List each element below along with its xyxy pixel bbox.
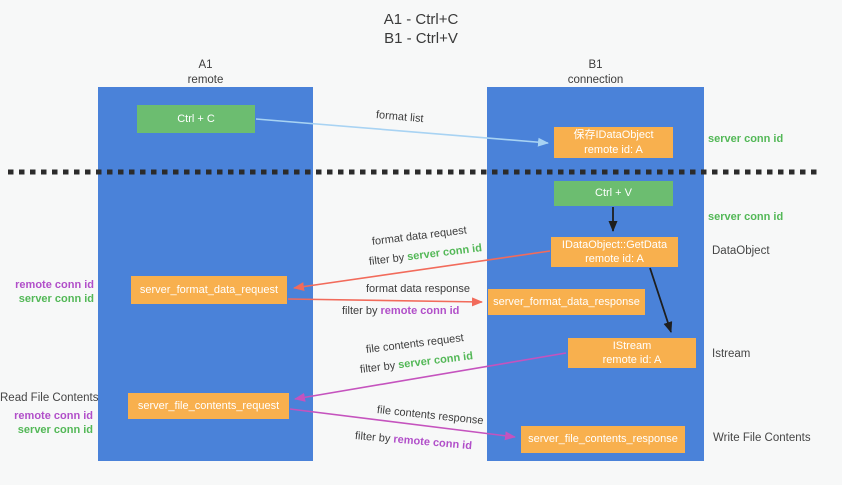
- label-conn-ids-left-top: remote conn id server conn id: [0, 279, 94, 307]
- node-format-response-label: server_format_data_response: [493, 295, 640, 308]
- filter-by-text: filter by: [342, 305, 378, 317]
- title-line-2: B1 - Ctrl+V: [384, 29, 458, 47]
- label-conn-ids-left-bottom: remote conn id server conn id: [0, 410, 93, 438]
- label-server-conn-id-right-2: server conn id: [708, 211, 784, 223]
- node-server-format-data-response: server_format_data_response: [488, 289, 645, 315]
- server-conn-id-text: server conn id: [397, 350, 474, 372]
- column-header-b1: B1 connection: [487, 58, 704, 88]
- node-getdata-line1: IDataObject::GetData: [561, 238, 668, 251]
- node-getdata-line2: remote id: A: [585, 253, 644, 265]
- filter-by-text: filter by: [359, 359, 396, 376]
- label-format-list: format list: [375, 109, 425, 126]
- column-a1-role: remote: [187, 73, 224, 86]
- column-a1-id: A1: [198, 59, 213, 71]
- column-header-a1: A1 remote: [98, 58, 313, 88]
- label-remote-conn-id-left-1: remote conn id: [15, 279, 94, 291]
- label-format-data-response: format data response: [366, 283, 470, 295]
- label-server-conn-id-right-1: server conn id: [708, 133, 784, 145]
- node-ctrl-c: Ctrl + C: [137, 105, 255, 133]
- node-istream-line1: IStream: [612, 339, 652, 352]
- label-server-conn-id-left-1: server conn id: [18, 292, 94, 305]
- label-istream: Istream: [712, 348, 751, 360]
- label-write-file-contents: Write File Contents: [713, 432, 811, 444]
- node-file-response-label: server_file_contents_response: [528, 433, 678, 446]
- node-istream: IStream remote id: A: [568, 338, 696, 368]
- diagram-title: A1 - Ctrl+C B1 - Ctrl+V: [0, 11, 842, 49]
- filter-by-text: filter by: [368, 251, 405, 268]
- label-filter-by-remote-2: filter by remote conn id: [354, 430, 472, 452]
- node-server-file-contents-request: server_file_contents_request: [128, 393, 289, 419]
- remote-conn-id-text: remote conn id: [392, 433, 473, 453]
- column-b1-role: connection: [567, 73, 624, 86]
- node-file-request-label: server_file_contents_request: [137, 399, 280, 412]
- node-format-request-label: server_format_data_request: [139, 283, 279, 296]
- label-filter-by-remote-1: filter by remote conn id: [342, 305, 459, 317]
- label-read-file-contents: Read File Contents: [0, 392, 99, 404]
- node-server-format-data-request: server_format_data_request: [131, 276, 287, 304]
- node-save-dataobject-line1: 保存IDataObject: [573, 129, 654, 142]
- server-conn-id-text: server conn id: [406, 242, 483, 264]
- column-b1-id: B1: [588, 59, 603, 71]
- label-dataobject: DataObject: [712, 245, 770, 257]
- filter-by-text: filter by: [354, 430, 391, 446]
- remote-conn-id-text: remote conn id: [380, 305, 460, 317]
- node-ctrl-v: Ctrl + V: [554, 181, 673, 206]
- label-server-conn-id-left-2: server conn id: [17, 423, 93, 436]
- node-ctrl-c-label: Ctrl + C: [177, 112, 215, 125]
- node-istream-line2: remote id: A: [602, 354, 662, 366]
- title-line-1: A1 - Ctrl+C: [383, 11, 459, 28]
- arrow-format-data-response: [287, 297, 483, 307]
- node-idataobject-getdata: IDataObject::GetData remote id: A: [551, 237, 678, 267]
- node-save-dataobject: 保存IDataObject remote id: A: [554, 127, 673, 158]
- label-remote-conn-id-left-2: remote conn id: [14, 410, 93, 422]
- node-server-file-contents-response: server_file_contents_response: [521, 426, 685, 453]
- node-ctrl-v-label: Ctrl + V: [595, 187, 632, 200]
- label-format-data-request: format data request: [371, 224, 468, 248]
- node-save-dataobject-line2: remote id: A: [584, 143, 643, 156]
- label-file-contents-response: file contents response: [376, 404, 485, 428]
